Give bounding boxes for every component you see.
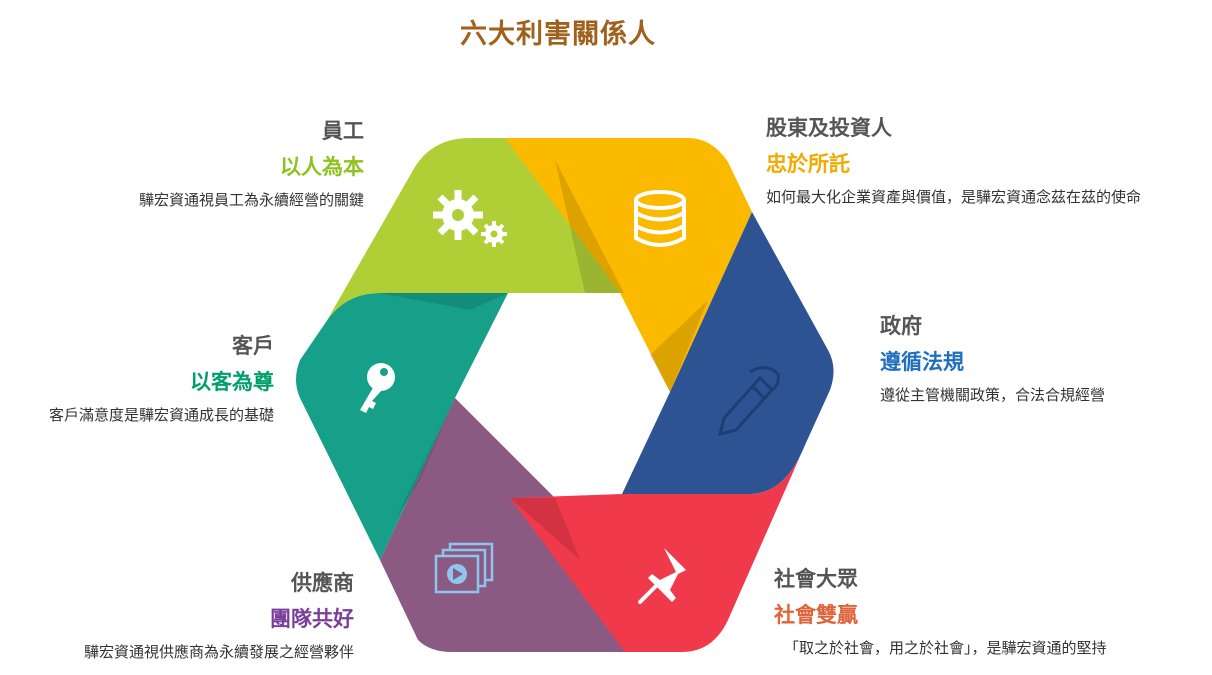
- stakeholder-name: 股東及投資人: [766, 116, 892, 140]
- stakeholder-government: 政府 遵循法規 遵從主管機關政策，合法合規經營: [880, 313, 1180, 405]
- segment-government: [622, 212, 834, 494]
- stakeholder-slogan: 團隊共好: [270, 607, 354, 631]
- fold-shadow: [395, 398, 455, 520]
- stakeholder-customers: 客戶 以客為尊 客戶滿意度是驊宏資通成長的基礎: [10, 333, 274, 425]
- stakeholder-description: 驊宏資通視供應商為永續發展之經營夥伴: [83, 643, 354, 661]
- stakeholder-name: 供應商: [291, 571, 354, 595]
- segment-shareholders: [505, 138, 752, 392]
- pencil-icon: [717, 366, 780, 437]
- stakeholder-name: 客戶: [232, 334, 274, 358]
- stakeholder-description: 遵從主管機關政策，合法合規經營: [880, 386, 1106, 404]
- gears-icon: [433, 190, 507, 247]
- stakeholder-slogan: 社會雙贏: [774, 603, 858, 627]
- stakeholder-description: 客戶滿意度是驊宏資通成長的基礎: [48, 406, 274, 424]
- stakeholder-description: 驊宏資通視員工為永續經營的關鍵: [138, 191, 364, 209]
- pushpin-icon: [638, 548, 686, 604]
- stakeholder-public: 社會大眾 社會雙贏 「取之於社會，用之於社會」，是驊宏資通的堅持: [774, 566, 1194, 658]
- stakeholder-name: 員工: [322, 119, 364, 143]
- fold-shadow: [510, 498, 580, 560]
- stakeholder-slogan: 忠於所託: [766, 152, 850, 176]
- diagram-title: 六大利害關係人: [460, 19, 656, 50]
- stakeholder-description: 「取之於社會，用之於社會」，是驊宏資通的堅持: [784, 639, 1107, 657]
- segment-public: [510, 445, 805, 652]
- segment-customers: [296, 293, 508, 560]
- stakeholder-slogan: 遵循法規: [880, 350, 964, 374]
- stakeholder-name: 政府: [880, 314, 922, 338]
- stakeholder-shareholders: 股東及投資人 忠於所託 如何最大化企業資產與價值，是驊宏資通念茲在茲的使命: [766, 115, 1206, 207]
- stakeholder-employees: 員工 以人為本 驊宏資通視員工為永續經營的關鍵: [60, 118, 364, 210]
- stakeholder-name: 社會大眾: [774, 567, 858, 591]
- stakeholder-slogan: 以人為本: [280, 155, 364, 179]
- stakeholder-suppliers: 供應商 團隊共好 驊宏資通視供應商為永續發展之經營夥伴: [20, 570, 354, 662]
- fold-shadow: [555, 160, 624, 293]
- stakeholder-description: 如何最大化企業資產與價值，是驊宏資通念茲在茲的使命: [766, 188, 1142, 206]
- database-icon: [634, 190, 686, 247]
- video-stack-icon: [434, 542, 494, 594]
- key-icon: [360, 363, 395, 413]
- stakeholder-slogan: 以客為尊: [190, 370, 274, 394]
- fold-shadow: [380, 293, 508, 310]
- fold-shadow: [650, 300, 708, 392]
